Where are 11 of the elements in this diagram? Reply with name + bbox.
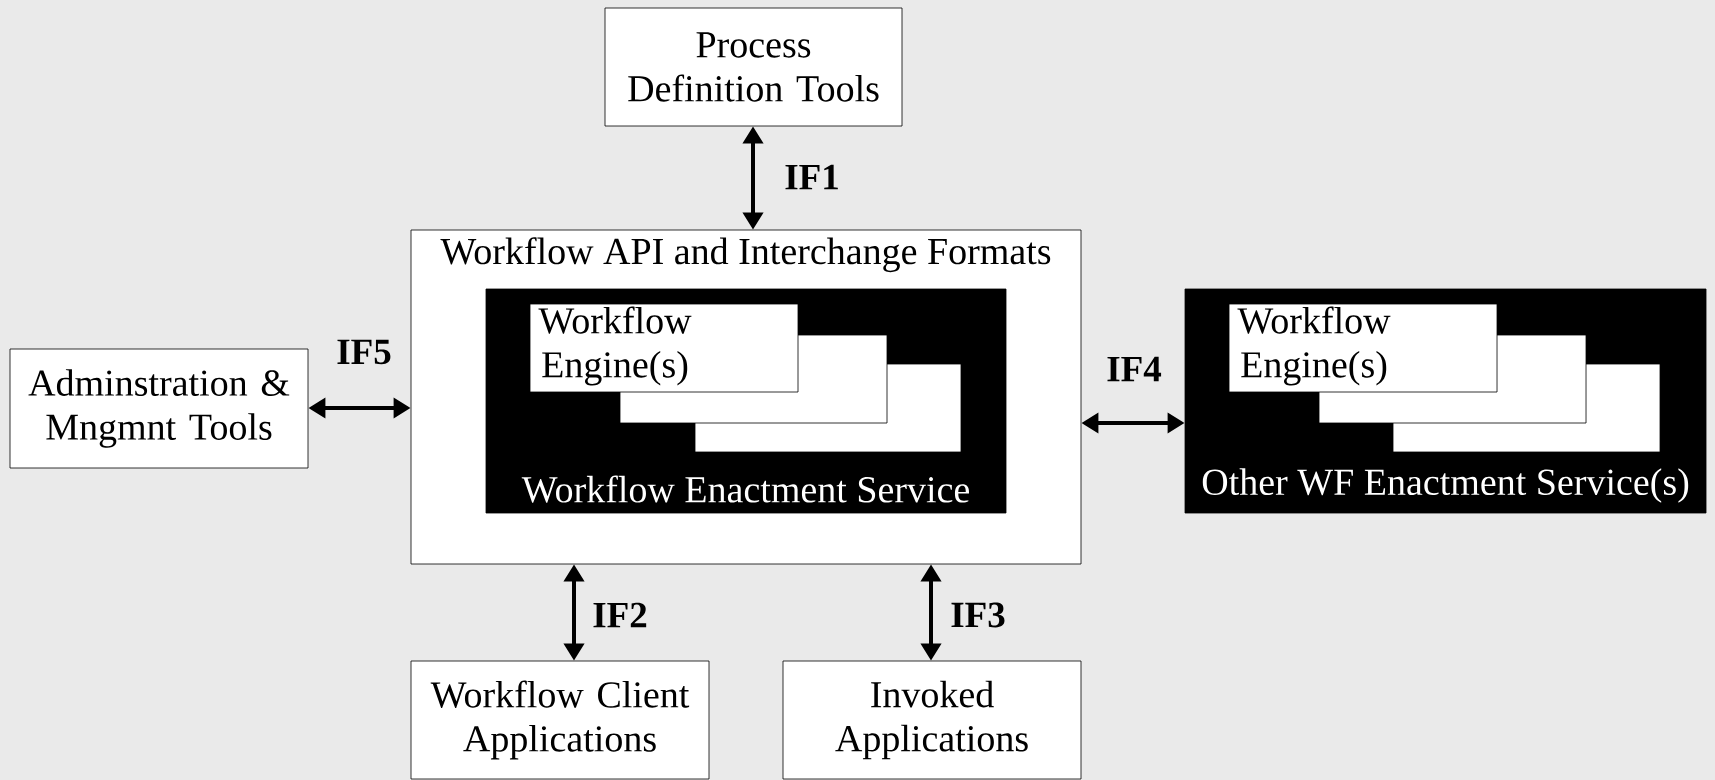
- edge-label: IF3: [951, 602, 1005, 628]
- process-box: Invoked Applications: [782, 660, 1082, 780]
- process-box: Workflow Client Applications: [410, 660, 710, 780]
- process-box: Process Definition Tools: [604, 7, 903, 127]
- edge-label: IF5: [337, 339, 391, 365]
- process-box: Adminstration & Mngmnt Tools: [9, 348, 309, 469]
- edge-label: IF2: [593, 602, 647, 628]
- engine-box: Workflow Engine(s): [1228, 303, 1498, 393]
- engine-box: Workflow Engine(s): [529, 303, 799, 393]
- edge-label: IF4: [1107, 356, 1162, 382]
- edge-label: IF1: [785, 164, 838, 190]
